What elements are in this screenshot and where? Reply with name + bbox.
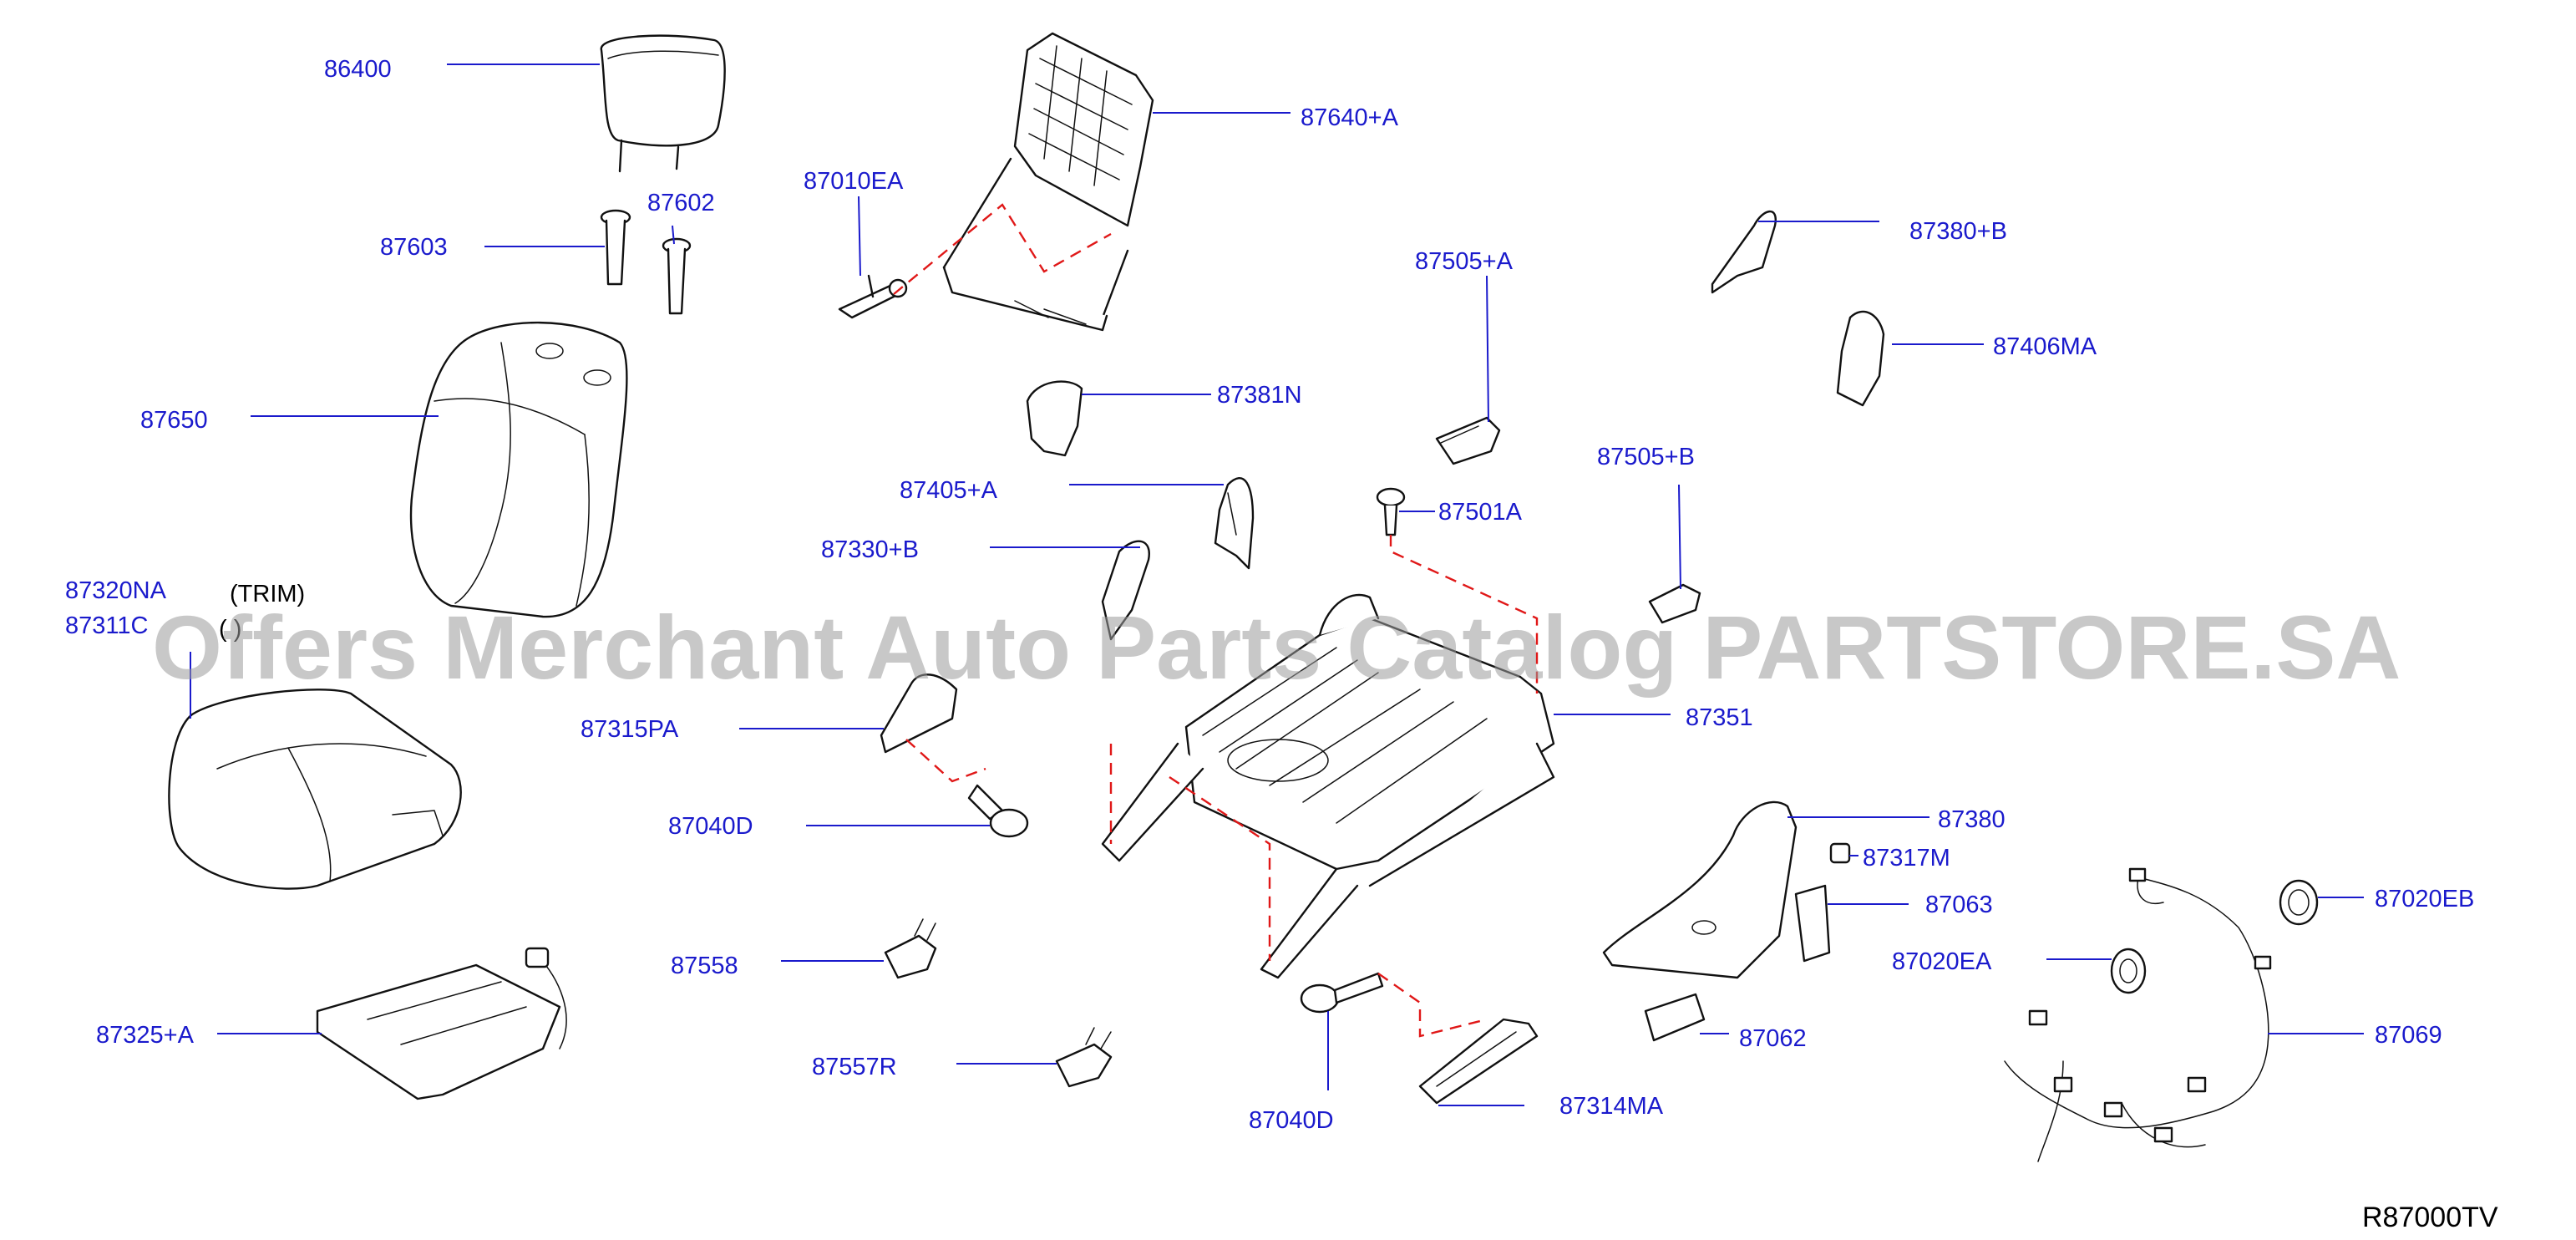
- label-87405A[interactable]: 87405+A: [900, 477, 998, 504]
- label-87505A[interactable]: 87505+A: [1415, 248, 1514, 275]
- part-guide-87603[interactable]: [600, 209, 631, 286]
- part-guide-87602[interactable]: [662, 237, 692, 315]
- part-clip-87020EA[interactable]: [2110, 948, 2147, 994]
- leader-lines: [190, 64, 2364, 1106]
- label-87381N[interactable]: 87381N: [1217, 382, 1302, 409]
- part-knob-87317M[interactable]: [1829, 842, 1851, 864]
- label-87040D-2[interactable]: 87040D: [1249, 1107, 1334, 1134]
- label-87640A[interactable]: 87640+A: [1301, 104, 1399, 131]
- label-87311CA[interactable]: 87311C: [65, 612, 148, 639]
- part-side-finisher-87380[interactable]: [1602, 800, 1798, 979]
- watermark-text: Offers Merchant Auto Parts Catalog PARTS…: [152, 597, 2401, 698]
- part-heater-87325A[interactable]: [316, 947, 567, 1100]
- part-labels: 86400 87603 87602 87650 87320NA 87311C 8…: [65, 56, 2474, 1134]
- part-cover-87406MA[interactable]: [1836, 310, 1885, 407]
- trim-note-obscured: ( ): [219, 616, 241, 643]
- part-knob-87062[interactable]: [1644, 993, 1706, 1042]
- part-rail-cover-87314MA[interactable]: [1418, 1018, 1539, 1105]
- part-clip-87020EB[interactable]: [2279, 879, 2319, 926]
- part-clip-87558[interactable]: [884, 918, 937, 979]
- label-87315PA[interactable]: 87315PA: [581, 716, 679, 743]
- label-87602[interactable]: 87602: [647, 190, 715, 216]
- label-87040D-1[interactable]: 87040D: [668, 813, 753, 840]
- label-87330B[interactable]: 87330+B: [821, 536, 919, 563]
- label-87558[interactable]: 87558: [671, 953, 738, 979]
- part-headrest-86400[interactable]: [600, 34, 726, 173]
- part-bolt-87501A[interactable]: [1376, 487, 1406, 536]
- label-87020EA[interactable]: 87020EA: [1892, 948, 1992, 975]
- label-87062[interactable]: 87062: [1739, 1025, 1807, 1052]
- label-87325A[interactable]: 87325+A: [96, 1022, 195, 1049]
- label-87406MA[interactable]: 87406MA: [1993, 333, 2097, 360]
- part-cushion-trim-87320NA[interactable]: [168, 689, 462, 890]
- part-bolt-87040D-2[interactable]: [1300, 972, 1384, 1014]
- label-87505B[interactable]: 87505+B: [1597, 444, 1695, 470]
- part-cover-87405A[interactable]: [1214, 477, 1255, 570]
- label-87501A[interactable]: 87501A: [1438, 499, 1523, 526]
- part-finisher-87330B[interactable]: [1101, 540, 1150, 641]
- label-87063[interactable]: 87063: [1925, 892, 1993, 918]
- label-87351[interactable]: 87351: [1686, 704, 1753, 731]
- label-87320NA[interactable]: 87320NA: [65, 577, 167, 604]
- label-87380[interactable]: 87380: [1938, 806, 2006, 833]
- part-cover-87315PA[interactable]: [880, 673, 958, 754]
- part-lever-87010EA[interactable]: [838, 274, 908, 319]
- assembly-guide-lines: [893, 203, 1539, 1038]
- drawing-code: R87000TV: [2362, 1202, 2498, 1233]
- part-bracket-87505A[interactable]: [1435, 416, 1501, 465]
- label-87314MA[interactable]: 87314MA: [1559, 1093, 1664, 1120]
- part-bolt-87040D-1[interactable]: [967, 784, 1029, 838]
- part-bracket-87505B[interactable]: [1648, 583, 1701, 624]
- label-87380B[interactable]: 87380+B: [1909, 218, 2007, 245]
- label-87603[interactable]: 87603: [380, 234, 448, 261]
- part-knob-87063[interactable]: [1794, 884, 1831, 963]
- part-back-frame-87640A[interactable]: [942, 32, 1154, 332]
- label-87069[interactable]: 87069: [2375, 1022, 2442, 1049]
- label-87020EB[interactable]: 87020EB: [2375, 886, 2474, 912]
- label-87010EA[interactable]: 87010EA: [804, 168, 904, 195]
- part-finisher-87380B[interactable]: [1711, 210, 1777, 294]
- part-back-trim-87650[interactable]: [409, 321, 628, 618]
- part-seat-frame-87351[interactable]: [1101, 593, 1555, 979]
- part-harness-87069[interactable]: [2004, 867, 2272, 1162]
- trim-note: (TRIM): [230, 581, 305, 607]
- label-87317M[interactable]: 87317M: [1863, 845, 1950, 872]
- label-87650[interactable]: 87650: [140, 407, 208, 434]
- label-86400[interactable]: 86400: [324, 56, 392, 83]
- part-clip-87557R[interactable]: [1055, 1027, 1113, 1088]
- part-cover-87381N[interactable]: [1026, 380, 1083, 457]
- label-87557R[interactable]: 87557R: [812, 1054, 897, 1080]
